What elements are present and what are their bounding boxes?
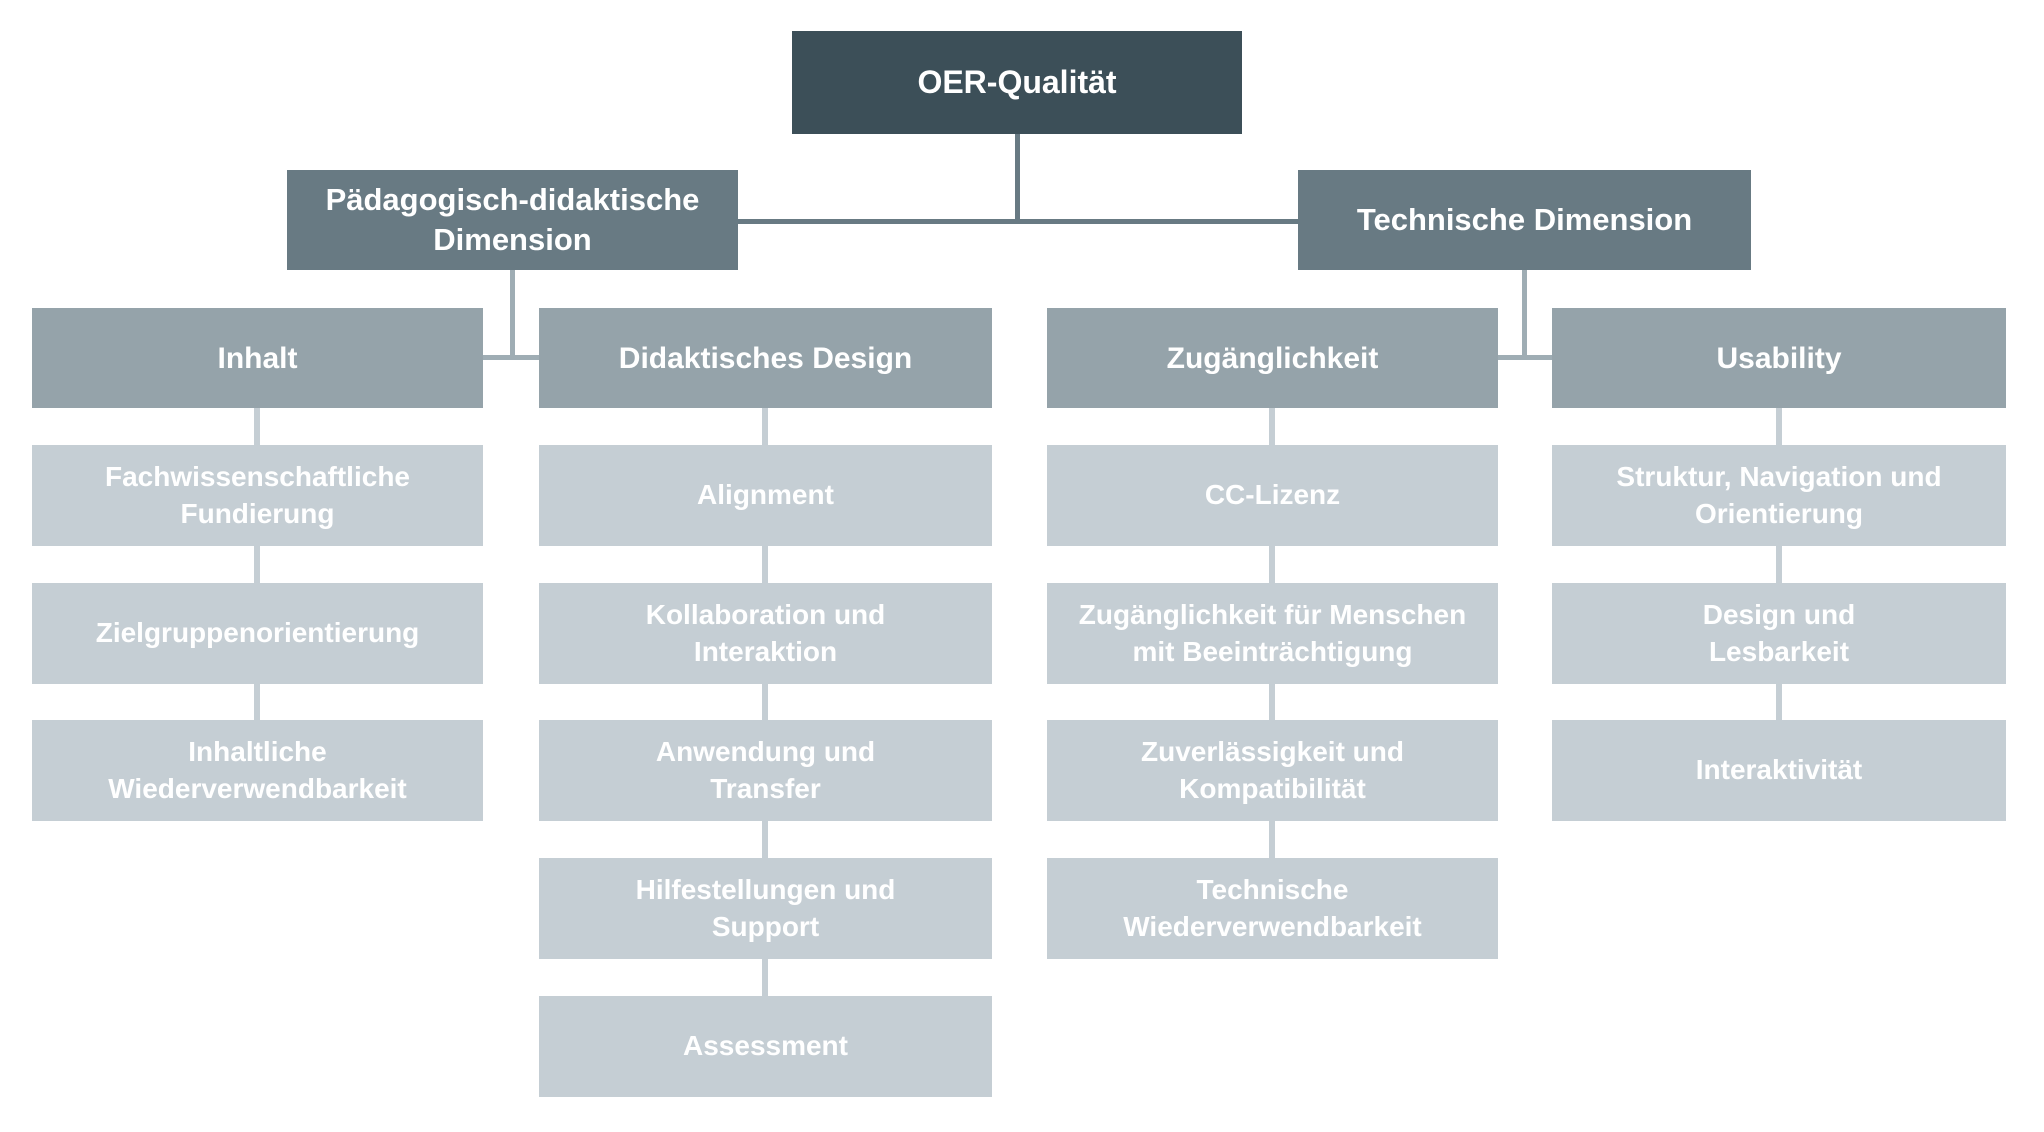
node-technische-wiederverwendbarkeit: Technische Wiederverwendbarkeit: [1047, 858, 1498, 959]
node-inhaltliche-wiederverwendbarkeit: Inhaltliche Wiederverwendbarkeit: [32, 720, 483, 821]
node-zugaenglichkeit: Zugänglichkeit: [1047, 308, 1498, 408]
connector-col1-seg3: [254, 684, 260, 720]
node-technische-dimension: Technische Dimension: [1298, 170, 1751, 270]
connector-col3-seg1: [1269, 408, 1275, 445]
connector-col3-seg3: [1269, 684, 1275, 720]
node-anwendung-und-transfer: Anwendung und Transfer: [539, 720, 992, 821]
connector-root-vertical: [1015, 134, 1020, 222]
connector-col4-seg1: [1776, 408, 1782, 445]
node-struktur-navigation-orientierung: Struktur, Navigation und Orientierung: [1552, 445, 2006, 546]
connector-technisch-horizontal: [1497, 355, 1552, 360]
node-fachwissenschaftliche-fundierung: Fachwissenschaftliche Fundierung: [32, 445, 483, 546]
node-didaktisches-design: Didaktisches Design: [539, 308, 992, 408]
connector-col2-seg3: [762, 684, 768, 720]
node-usability: Usability: [1552, 308, 2006, 408]
node-assessment: Assessment: [539, 996, 992, 1097]
connector-col2-seg4: [762, 821, 768, 858]
connector-col4-seg3: [1776, 684, 1782, 720]
connector-col2-seg5: [762, 959, 768, 996]
node-zielgruppenorientierung: Zielgruppenorientierung: [32, 583, 483, 684]
connector-col3-seg2: [1269, 546, 1275, 583]
node-zugaenglichkeit-menschen-beeintraechtigung: Zugänglichkeit für Menschen mit Beeinträ…: [1047, 583, 1498, 684]
node-kollaboration-und-interaktion: Kollaboration und Interaktion: [539, 583, 992, 684]
connector-col2-seg1: [762, 408, 768, 445]
node-cc-lizenz: CC-Lizenz: [1047, 445, 1498, 546]
node-interaktivitaet: Interaktivität: [1552, 720, 2006, 821]
node-zuverlaessigkeit-und-kompatibilitaet: Zuverlässigkeit und Kompatibilität: [1047, 720, 1498, 821]
connector-technisch-vertical: [1522, 270, 1527, 358]
node-paedagogisch-didaktische-dimension: Pädagogisch-didaktische Dimension: [287, 170, 738, 270]
connector-root-horizontal: [738, 219, 1298, 224]
node-hilfestellungen-und-support: Hilfestellungen und Support: [539, 858, 992, 959]
node-design-und-lesbarkeit: Design und Lesbarkeit: [1552, 583, 2006, 684]
connector-paedagogisch-horizontal: [483, 355, 539, 360]
connector-paedagogisch-vertical: [510, 270, 515, 358]
connector-col3-seg4: [1269, 821, 1275, 858]
connector-col1-seg2: [254, 546, 260, 583]
connector-col4-seg2: [1776, 546, 1782, 583]
node-oer-qualitaet: OER-Qualität: [792, 31, 1242, 134]
connector-col1-seg1: [254, 408, 260, 445]
connector-col2-seg2: [762, 546, 768, 583]
node-inhalt: Inhalt: [32, 308, 483, 408]
node-alignment: Alignment: [539, 445, 992, 546]
